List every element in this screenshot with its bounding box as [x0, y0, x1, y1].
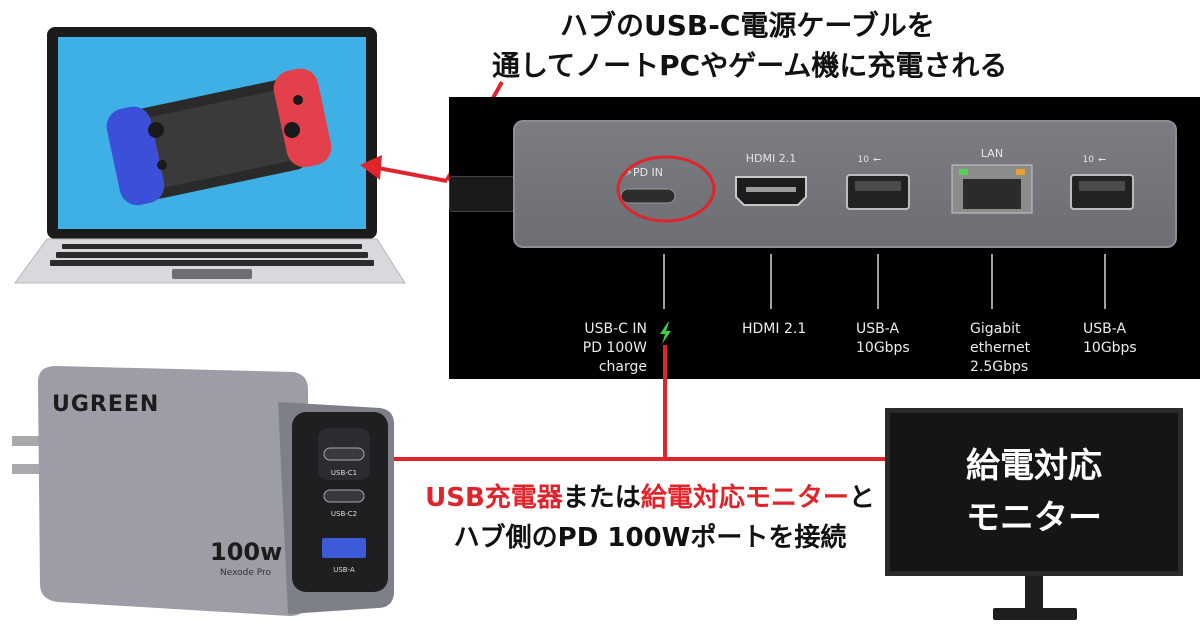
caption-pd-in: USB-C IN PD 100W charge	[535, 320, 647, 377]
top-caption: ハブのUSB-C電源ケーブルを 通してノートPCやゲーム機に充電される	[492, 6, 1180, 86]
bottom-caption: USB充電器または給電対応モニターと ハブ側のPD 100Wポートを接続	[405, 478, 895, 558]
caption-pd-in-line1: USB-C IN	[584, 321, 647, 337]
pd-in-port: PD IN ⚡	[616, 155, 716, 223]
monitor-label: 給電対応 モニター	[885, 440, 1183, 544]
laptop-illustration	[14, 27, 406, 284]
game-console-icon	[106, 68, 332, 206]
lan-top-label: LAN	[981, 147, 1003, 160]
caption-usb-a-1-line1: USB-A	[856, 321, 900, 337]
usb-a-port-2: 10 ⭠	[1070, 154, 1134, 210]
pd-in-top-label: PD IN	[633, 166, 663, 179]
charger-port-label-c2: USB-C2	[331, 510, 357, 518]
usb-symbol-icon: ⭠	[1098, 154, 1106, 165]
hub-body	[513, 120, 1177, 248]
bottom-caption-line2: ハブ側のPD 100Wポートを接続	[453, 523, 847, 553]
bottom-caption-monitor: 給電対応モニター	[640, 483, 849, 513]
bottom-caption-or: または	[562, 483, 641, 513]
keyboard-icon	[50, 244, 374, 266]
caption-usb-a-1: USB-A 10Gbps	[856, 320, 910, 358]
monitor-label-line1: 給電対応	[966, 446, 1102, 486]
caption-lan: Gigabit ethernet 2.5Gbps	[970, 320, 1030, 377]
hub-ports: PD IN ⚡ HDMI 2.1 10 ⭠ LAN 10 ⭠	[616, 147, 1134, 344]
caption-usb-a-2-line2: 10Gbps	[1083, 340, 1137, 356]
charge-bolt-icon	[660, 322, 671, 344]
charger-brand: UGREEN	[52, 392, 160, 417]
bottom-caption-and: と	[848, 483, 875, 513]
trackpad	[172, 269, 252, 279]
hdmi-port: HDMI 2.1	[735, 152, 807, 206]
charger-wattage: 100w	[210, 538, 283, 566]
usb-a-1-top-label: 10	[858, 155, 870, 165]
plug-prong	[12, 436, 46, 446]
monitor-label-line2: モニター	[966, 498, 1102, 538]
bolt-small-icon: ⚡	[625, 166, 633, 179]
arrow-head-icon	[360, 155, 382, 180]
caption-pd-in-line2: PD 100W charge	[582, 340, 647, 375]
monitor-screen	[885, 408, 1183, 576]
caption-usb-a-2-line1: USB-A	[1083, 321, 1127, 337]
usb-symbol-icon: ⭠	[873, 154, 881, 165]
caption-hdmi: HDMI 2.1	[742, 320, 806, 339]
charger-port-label-c1: USB-C1	[331, 469, 357, 477]
top-caption-line2: 通してノートPCやゲーム機に充電される	[492, 49, 1008, 82]
caption-lan-line1: Gigabit	[970, 321, 1021, 337]
caption-lan-line3: 2.5Gbps	[970, 359, 1029, 375]
pd-in-highlight-circle	[616, 155, 716, 223]
caption-usb-a-1-line2: 10Gbps	[856, 340, 910, 356]
hdmi-top-label: HDMI 2.1	[746, 152, 796, 165]
charger-port-label-a: USB-A	[333, 566, 355, 574]
top-caption-line1: ハブのUSB-C電源ケーブルを	[560, 9, 935, 42]
plug-prong	[12, 464, 46, 474]
caption-lan-line2: ethernet	[970, 340, 1031, 356]
monitor-stand	[993, 576, 1077, 620]
caption-hdmi-line1: HDMI 2.1	[742, 321, 807, 337]
usb-a-2-top-label: 10	[1083, 155, 1095, 165]
charger-model: Nexode Pro	[220, 568, 272, 578]
hub-cable	[449, 176, 517, 212]
bottom-caption-line1: USB充電器または給電対応モニターと	[405, 478, 895, 518]
bottom-caption-usb-charger: USB充電器	[425, 483, 563, 513]
caption-usb-a-2: USB-A 10Gbps	[1083, 320, 1137, 358]
charger-illustration: USB-C1 USB-C2 USB-A	[12, 366, 394, 616]
usb-a-port-1: 10 ⭠	[846, 154, 910, 210]
lan-port: LAN	[951, 147, 1033, 214]
